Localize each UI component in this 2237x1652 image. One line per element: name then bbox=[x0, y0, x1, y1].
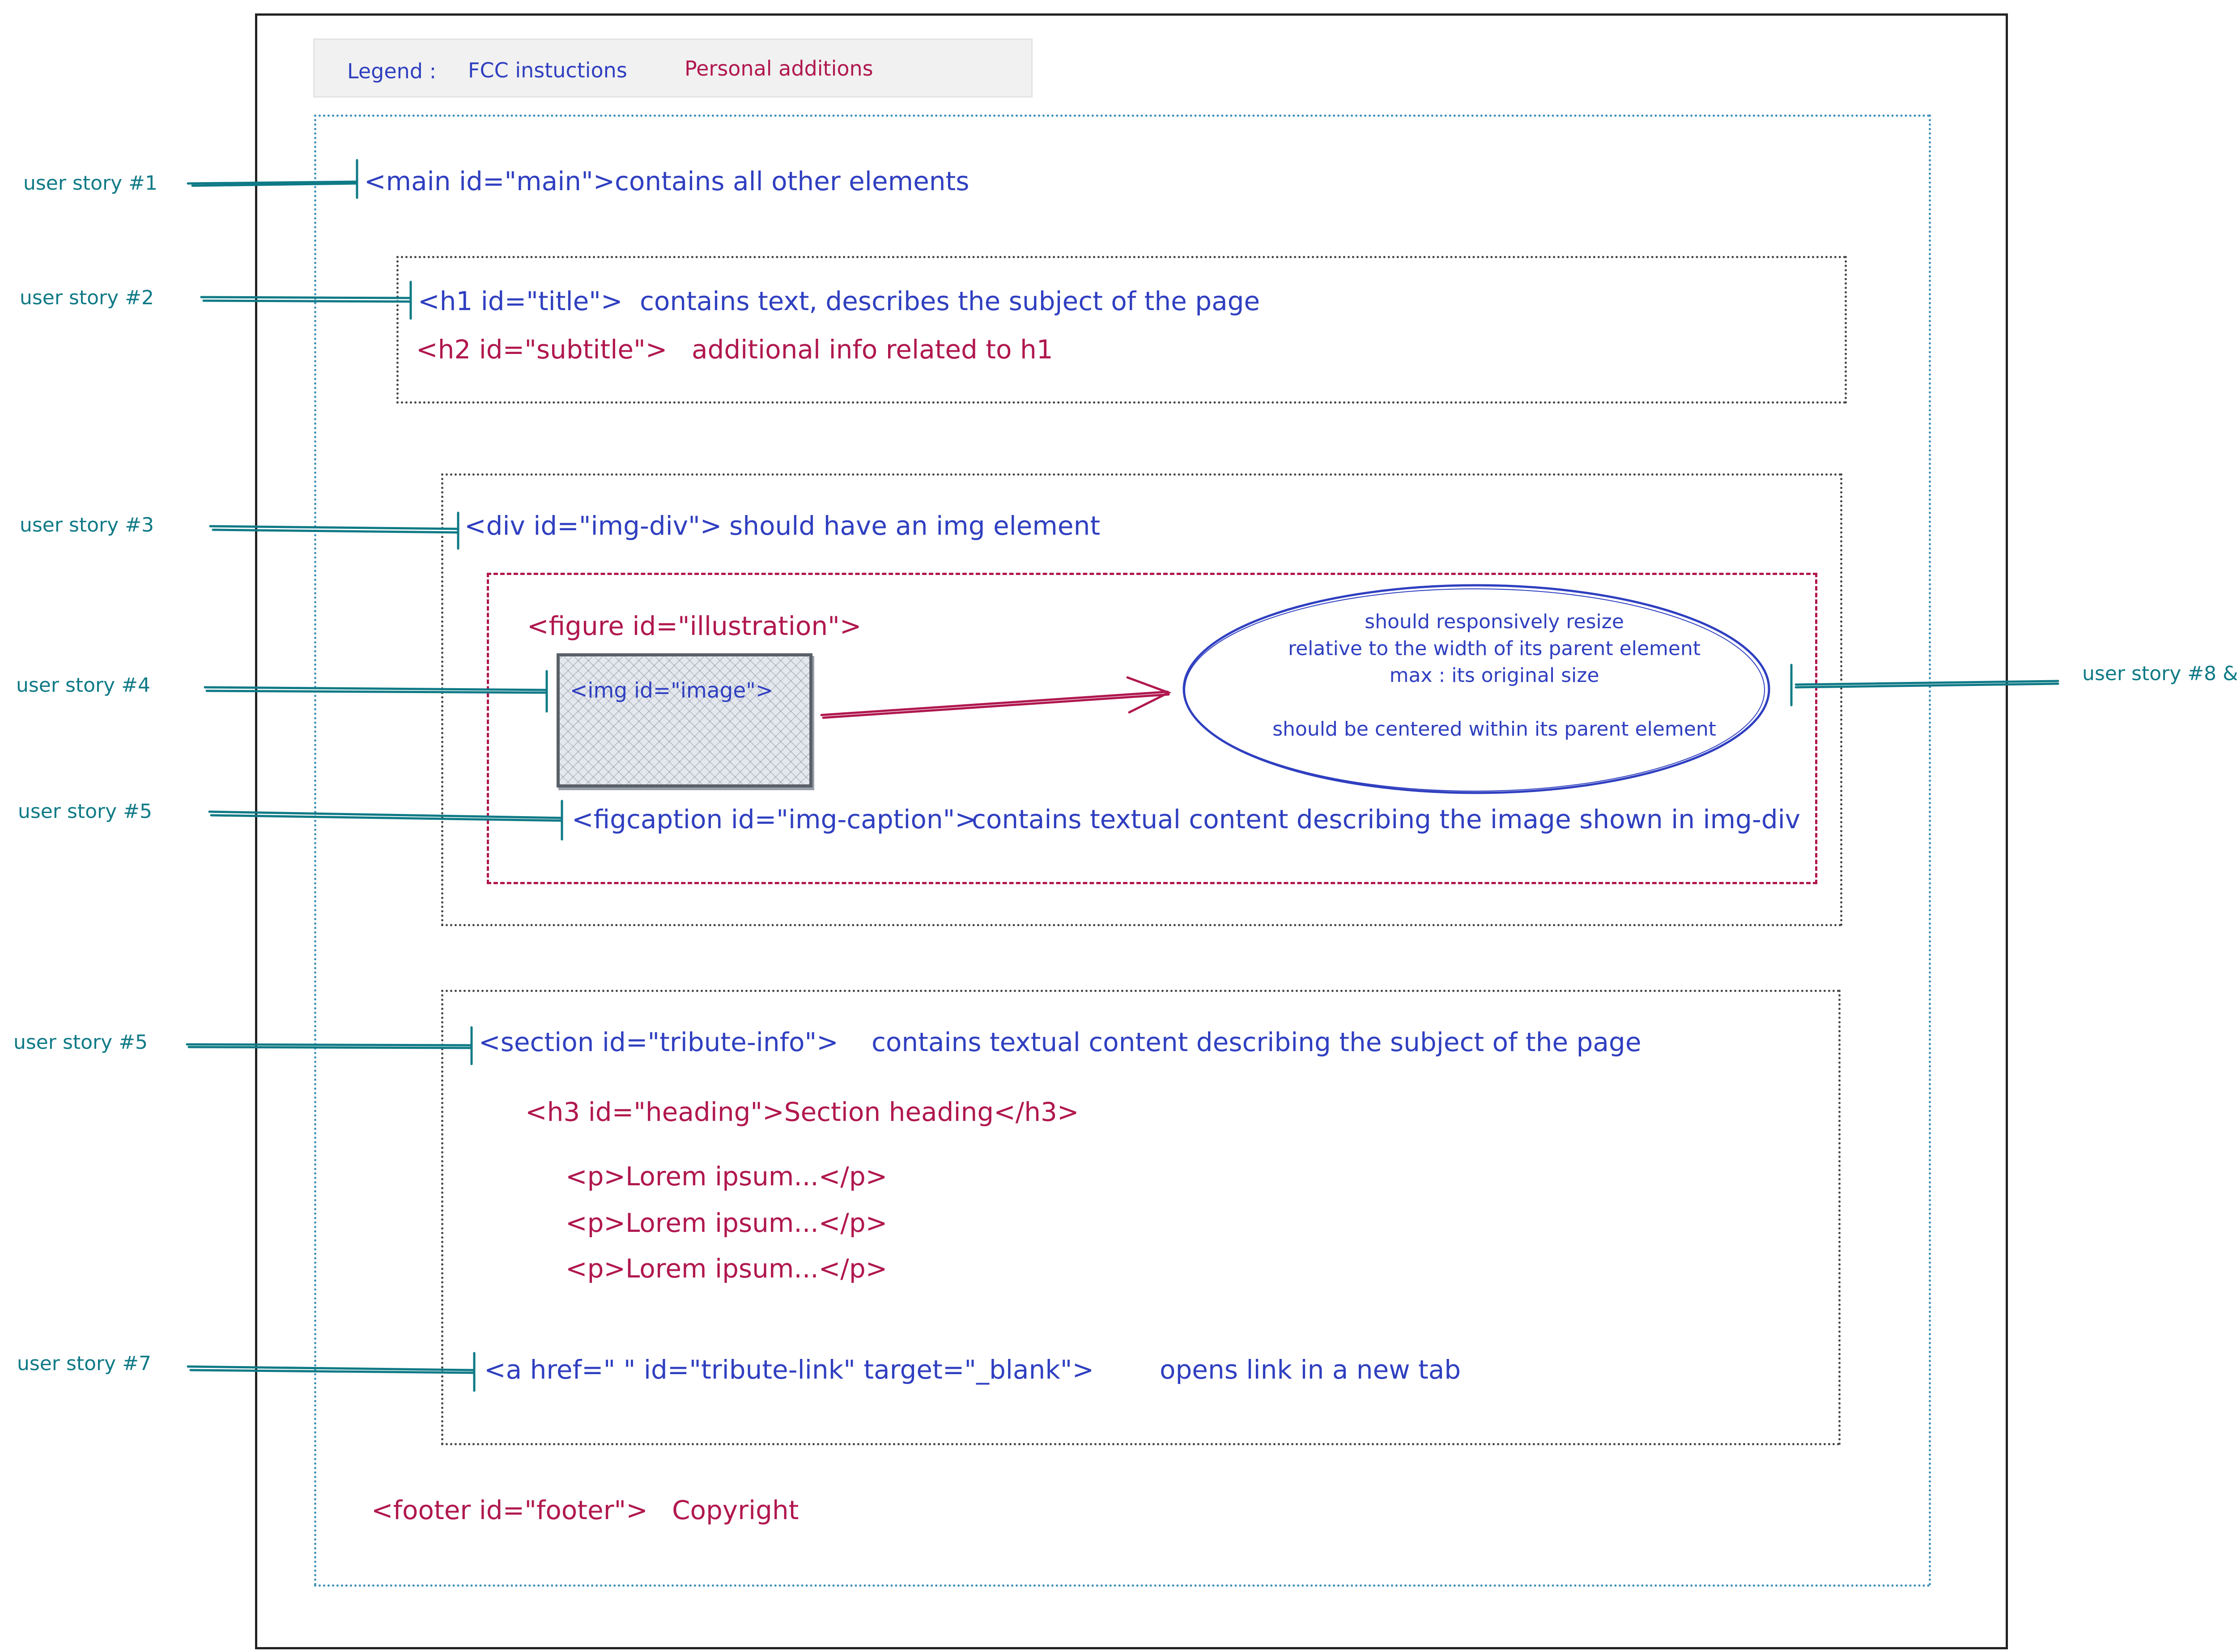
user-story-7: user story #7 bbox=[17, 1352, 152, 1375]
image-placeholder bbox=[557, 653, 812, 788]
section-container-box bbox=[441, 990, 1841, 1445]
img-div-container-box bbox=[441, 473, 1842, 926]
main-container-box bbox=[314, 115, 1931, 1587]
page-frame bbox=[255, 13, 2008, 1649]
user-story-3: user story #3 bbox=[20, 514, 154, 536]
figcaption-tag: <figcaption id="img-caption"> bbox=[572, 804, 977, 835]
footer-tag: <footer id="footer"> bbox=[371, 1495, 648, 1525]
footer-description: Copyright bbox=[672, 1495, 799, 1525]
img-div-description: should have an img element bbox=[729, 511, 1101, 541]
user-story-2: user story #2 bbox=[20, 286, 154, 309]
note-line-4: should be centered within its parent ele… bbox=[1272, 718, 1716, 741]
legend-personal-additions: Personal additions bbox=[685, 56, 873, 81]
legend-box bbox=[313, 38, 1033, 98]
img-tag: <img id="image"> bbox=[570, 678, 774, 703]
paragraph-tag-3: <p>Lorem ipsum...</p> bbox=[566, 1253, 888, 1284]
user-story-5b: user story #5 bbox=[13, 1031, 148, 1054]
note-line-1: should responsively resize bbox=[1365, 610, 1624, 633]
legend-fcc-instructions: FCC instuctions bbox=[468, 58, 627, 82]
h2-description: additional info related to h1 bbox=[692, 334, 1053, 365]
h1-tag: <h1 id="title"> bbox=[418, 286, 623, 316]
note-line-2: relative to the width of its parent elem… bbox=[1288, 637, 1701, 660]
anchor-description: opens link in a new tab bbox=[1160, 1354, 1461, 1385]
legend-label: Legend : bbox=[347, 59, 437, 83]
note-line-3: max : its original size bbox=[1389, 664, 1599, 687]
user-story-8-9: user story #8 & 9 bbox=[2082, 662, 2237, 685]
note-spacer bbox=[1217, 689, 1772, 716]
figure-container-box bbox=[487, 573, 1817, 884]
user-story-5a: user story #5 bbox=[18, 800, 153, 823]
figcaption-description: contains textual content describing the … bbox=[972, 804, 1801, 835]
main-description: contains all other elements bbox=[615, 166, 970, 196]
paragraph-tag-2: <p>Lorem ipsum...</p> bbox=[566, 1208, 888, 1238]
section-description: contains textual content describing the … bbox=[872, 1027, 1642, 1057]
user-story-1: user story #1 bbox=[23, 172, 158, 195]
user-story-4: user story #4 bbox=[16, 674, 151, 697]
h1-description: contains text, describes the subject of … bbox=[640, 286, 1260, 316]
h3-tag: <h3 id="heading">Section heading</h3> bbox=[525, 1097, 1079, 1127]
heading-container-box bbox=[396, 256, 1847, 404]
h2-tag: <h2 id="subtitle"> bbox=[416, 334, 668, 365]
paragraph-tag-1: <p>Lorem ipsum...</p> bbox=[566, 1161, 888, 1192]
anchor-tag: <a href=" " id="tribute-link" target="_b… bbox=[484, 1354, 1094, 1385]
image-requirements-note: should responsively resize relative to t… bbox=[1217, 609, 1772, 743]
figure-tag: <figure id="illustration"> bbox=[527, 611, 862, 641]
img-div-tag: <div id="img-div"> bbox=[464, 511, 722, 541]
section-tag: <section id="tribute-info"> bbox=[479, 1027, 838, 1057]
main-tag: <main id="main"> bbox=[364, 166, 615, 196]
